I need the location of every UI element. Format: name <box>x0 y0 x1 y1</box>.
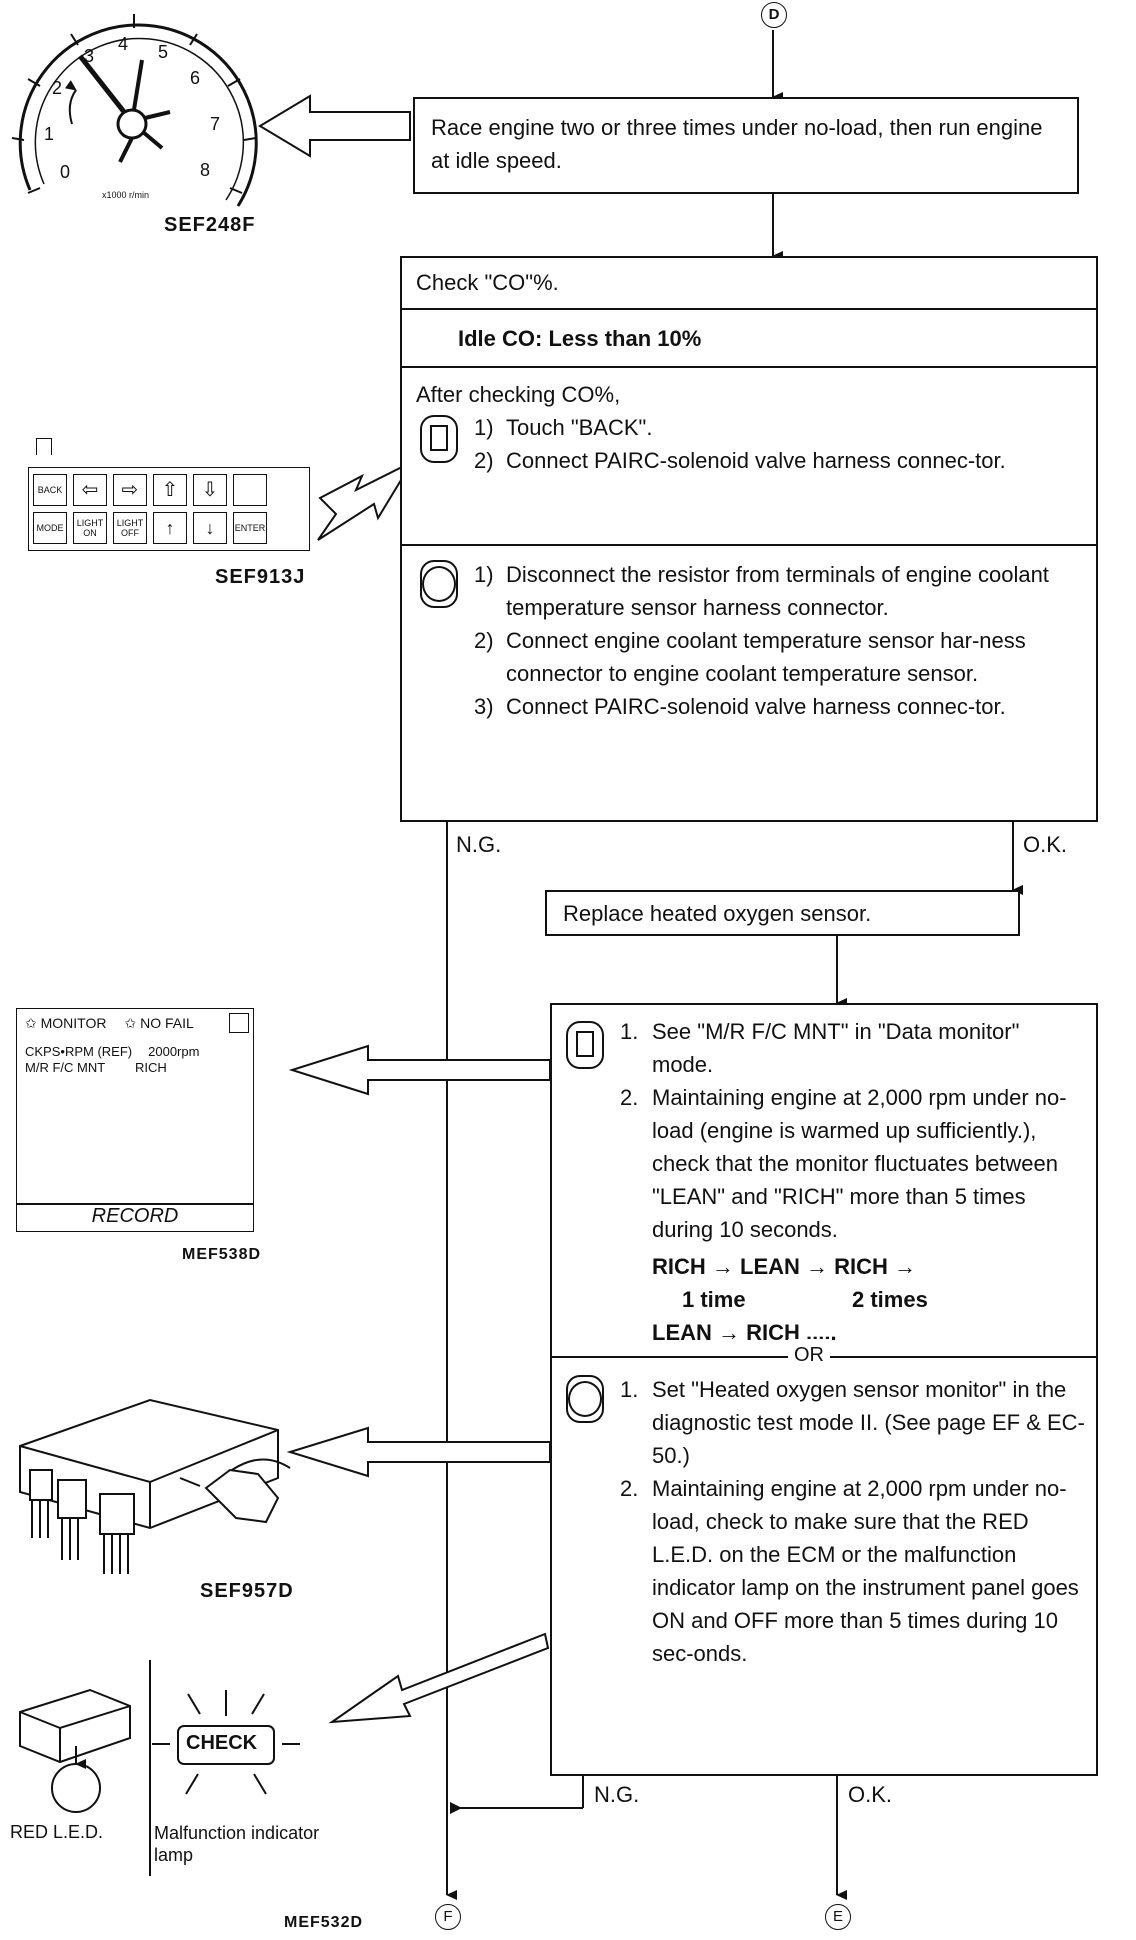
key-mode: MODE <box>33 512 67 544</box>
mil-label: Malfunction indicator lamp <box>154 1823 320 1865</box>
check-co-box: Check "CO"%. Idle CO: Less than 10% Afte… <box>400 256 1098 822</box>
tach-number-8: 8 <box>200 160 211 180</box>
tach-unit: x1000 r/min <box>102 190 150 200</box>
monitor-checkbox-icon <box>229 1013 249 1033</box>
or-label: OR <box>788 1339 830 1372</box>
label-mef538d: MEF538D <box>182 1246 262 1263</box>
tach-number-1: 1 <box>44 124 55 144</box>
step-number: 2) <box>474 448 494 473</box>
monitor-row-name: CKPS•RPM (REF) <box>25 1044 133 1059</box>
label-mef532d: MEF532D <box>284 1914 364 1931</box>
check-co-title: Check "CO"%. <box>416 270 559 295</box>
hollow-arrow-keypad <box>317 459 415 541</box>
step-number: 1) <box>474 562 494 587</box>
ng-label-top: N.G. <box>456 832 502 857</box>
tach-number-0: 0 <box>60 162 71 182</box>
tachometer-drawing <box>11 14 258 207</box>
hollow-arrow-led <box>328 1632 550 1724</box>
tach-number-3: 3 <box>84 46 95 66</box>
no-consult-icon <box>562 1373 620 1670</box>
label-sef248f: SEF248F <box>164 214 256 236</box>
key-up: ⇧ <box>153 474 187 506</box>
key-light-on: LIGHT ON <box>73 512 107 544</box>
key-blank <box>233 474 267 506</box>
step-text: Maintaining engine at 2,000 rpm under no… <box>652 1085 1067 1242</box>
keypad-flag-icon <box>36 438 52 455</box>
ecm-tool-drawing <box>19 1398 291 1574</box>
key-left: ⇦ <box>73 474 107 506</box>
step-number: 1) <box>474 415 494 440</box>
rich-lean-sequence: RICH → LEAN → RICH → <box>652 1254 916 1279</box>
red-led-label: RED L.E.D. <box>10 1822 104 1842</box>
tach-number-4: 4 <box>118 34 129 54</box>
hollow-arrow-monitor <box>288 1044 551 1096</box>
key-light-off: LIGHT OFF <box>113 512 147 544</box>
key-arrow-down: ↓ <box>193 512 227 544</box>
step-number: 1. <box>620 1019 639 1044</box>
step-race-engine-box: Race engine two or three times under no-… <box>413 97 1079 194</box>
step-text: Connect PAIRC-solenoid valve harness con… <box>506 448 1006 473</box>
step-text: Connect PAIRC-solenoid valve harness con… <box>506 694 1006 719</box>
label-sef913j: SEF913J <box>215 566 306 588</box>
step-text: Set "Heated oxygen sensor monitor" in th… <box>652 1377 1085 1468</box>
monitor-header-right: ✩ NO FAIL <box>124 1015 194 1031</box>
monitor-row-value: 2000rpm <box>148 1044 200 1059</box>
monitor-header-left: ✩ MONITOR <box>25 1015 107 1031</box>
step-text: See "M/R F/C MNT" in "Data monitor" mode… <box>652 1019 1020 1077</box>
consult-keypad: BACK ⇦ ⇨ ⇧ ⇩ MODE LIGHT ON LIGHT OFF ↑ ↓… <box>28 467 310 551</box>
connector-f: F <box>435 1904 461 1930</box>
red-led-drawing <box>19 1660 300 1876</box>
record-bar: RECORD <box>16 1204 254 1232</box>
step-race-engine-text: Race engine two or three times under no-… <box>431 115 1043 173</box>
step-text: Connect engine coolant temperature senso… <box>506 628 1026 686</box>
hollow-arrow-tach <box>258 94 411 158</box>
tach-number-2: 2 <box>52 78 63 98</box>
connector-e: E <box>825 1904 851 1930</box>
ng-label-bottom: N.G. <box>594 1782 640 1807</box>
key-right: ⇨ <box>113 474 147 506</box>
step-number: 3) <box>474 694 494 719</box>
step-number: 2) <box>474 628 494 653</box>
step-text: Touch "BACK". <box>506 415 653 440</box>
label-sef957d: SEF957D <box>200 1580 294 1602</box>
tach-number-7: 7 <box>210 114 221 134</box>
step-number: 2. <box>620 1085 639 1110</box>
check-lamp-text: CHECK <box>186 1732 258 1754</box>
step-text: Disconnect the resistor from terminals o… <box>506 562 1049 620</box>
step-number: 2. <box>620 1476 639 1501</box>
replace-sensor-box: Replace heated oxygen sensor. <box>545 890 1020 936</box>
non-consult-section: 1) Disconnect the resistor from terminals… <box>402 544 1096 820</box>
replace-sensor-text: Replace heated oxygen sensor. <box>563 901 872 926</box>
after-checking-text: After checking CO%, <box>416 382 621 407</box>
monitor-row-name: M/R F/C MNT <box>25 1060 106 1075</box>
monitor-procedure-box: 1. See "M/R F/C MNT" in "Data monitor" mo… <box>550 1003 1098 1776</box>
sequence-1-time: 1 time <box>682 1287 746 1312</box>
ok-label-top: O.K. <box>1023 832 1068 857</box>
sequence-2-times: 2 times <box>852 1287 928 1312</box>
connector-d: D <box>761 2 787 28</box>
step-text: Maintaining engine at 2,000 rpm under no… <box>652 1476 1079 1666</box>
no-consult-icon <box>416 558 474 723</box>
key-down: ⇩ <box>193 474 227 506</box>
after-checking-section: After checking CO%, 1) Touch "BACK". 2) Co… <box>402 366 1096 544</box>
key-enter: ENTER <box>233 512 267 544</box>
tach-number-6: 6 <box>190 68 201 88</box>
consult-icon <box>416 411 474 477</box>
tach-number-5: 5 <box>158 42 169 62</box>
consult-icon <box>562 1015 620 1349</box>
monitor-row-value: RICH <box>135 1060 167 1075</box>
ok-label-bottom: O.K. <box>848 1782 893 1807</box>
idle-co-spec: Idle CO: Less than 10% <box>402 308 1096 366</box>
hollow-arrow-ecm <box>286 1426 551 1478</box>
step-number: 1. <box>620 1377 639 1402</box>
or-divider: OR <box>552 1339 1096 1372</box>
key-arrow-up: ↑ <box>153 512 187 544</box>
key-back: BACK <box>33 474 67 506</box>
data-monitor-screen: ✩ MONITOR ✩ NO FAIL CKPS•RPM (REF) 2000r… <box>16 1008 254 1204</box>
